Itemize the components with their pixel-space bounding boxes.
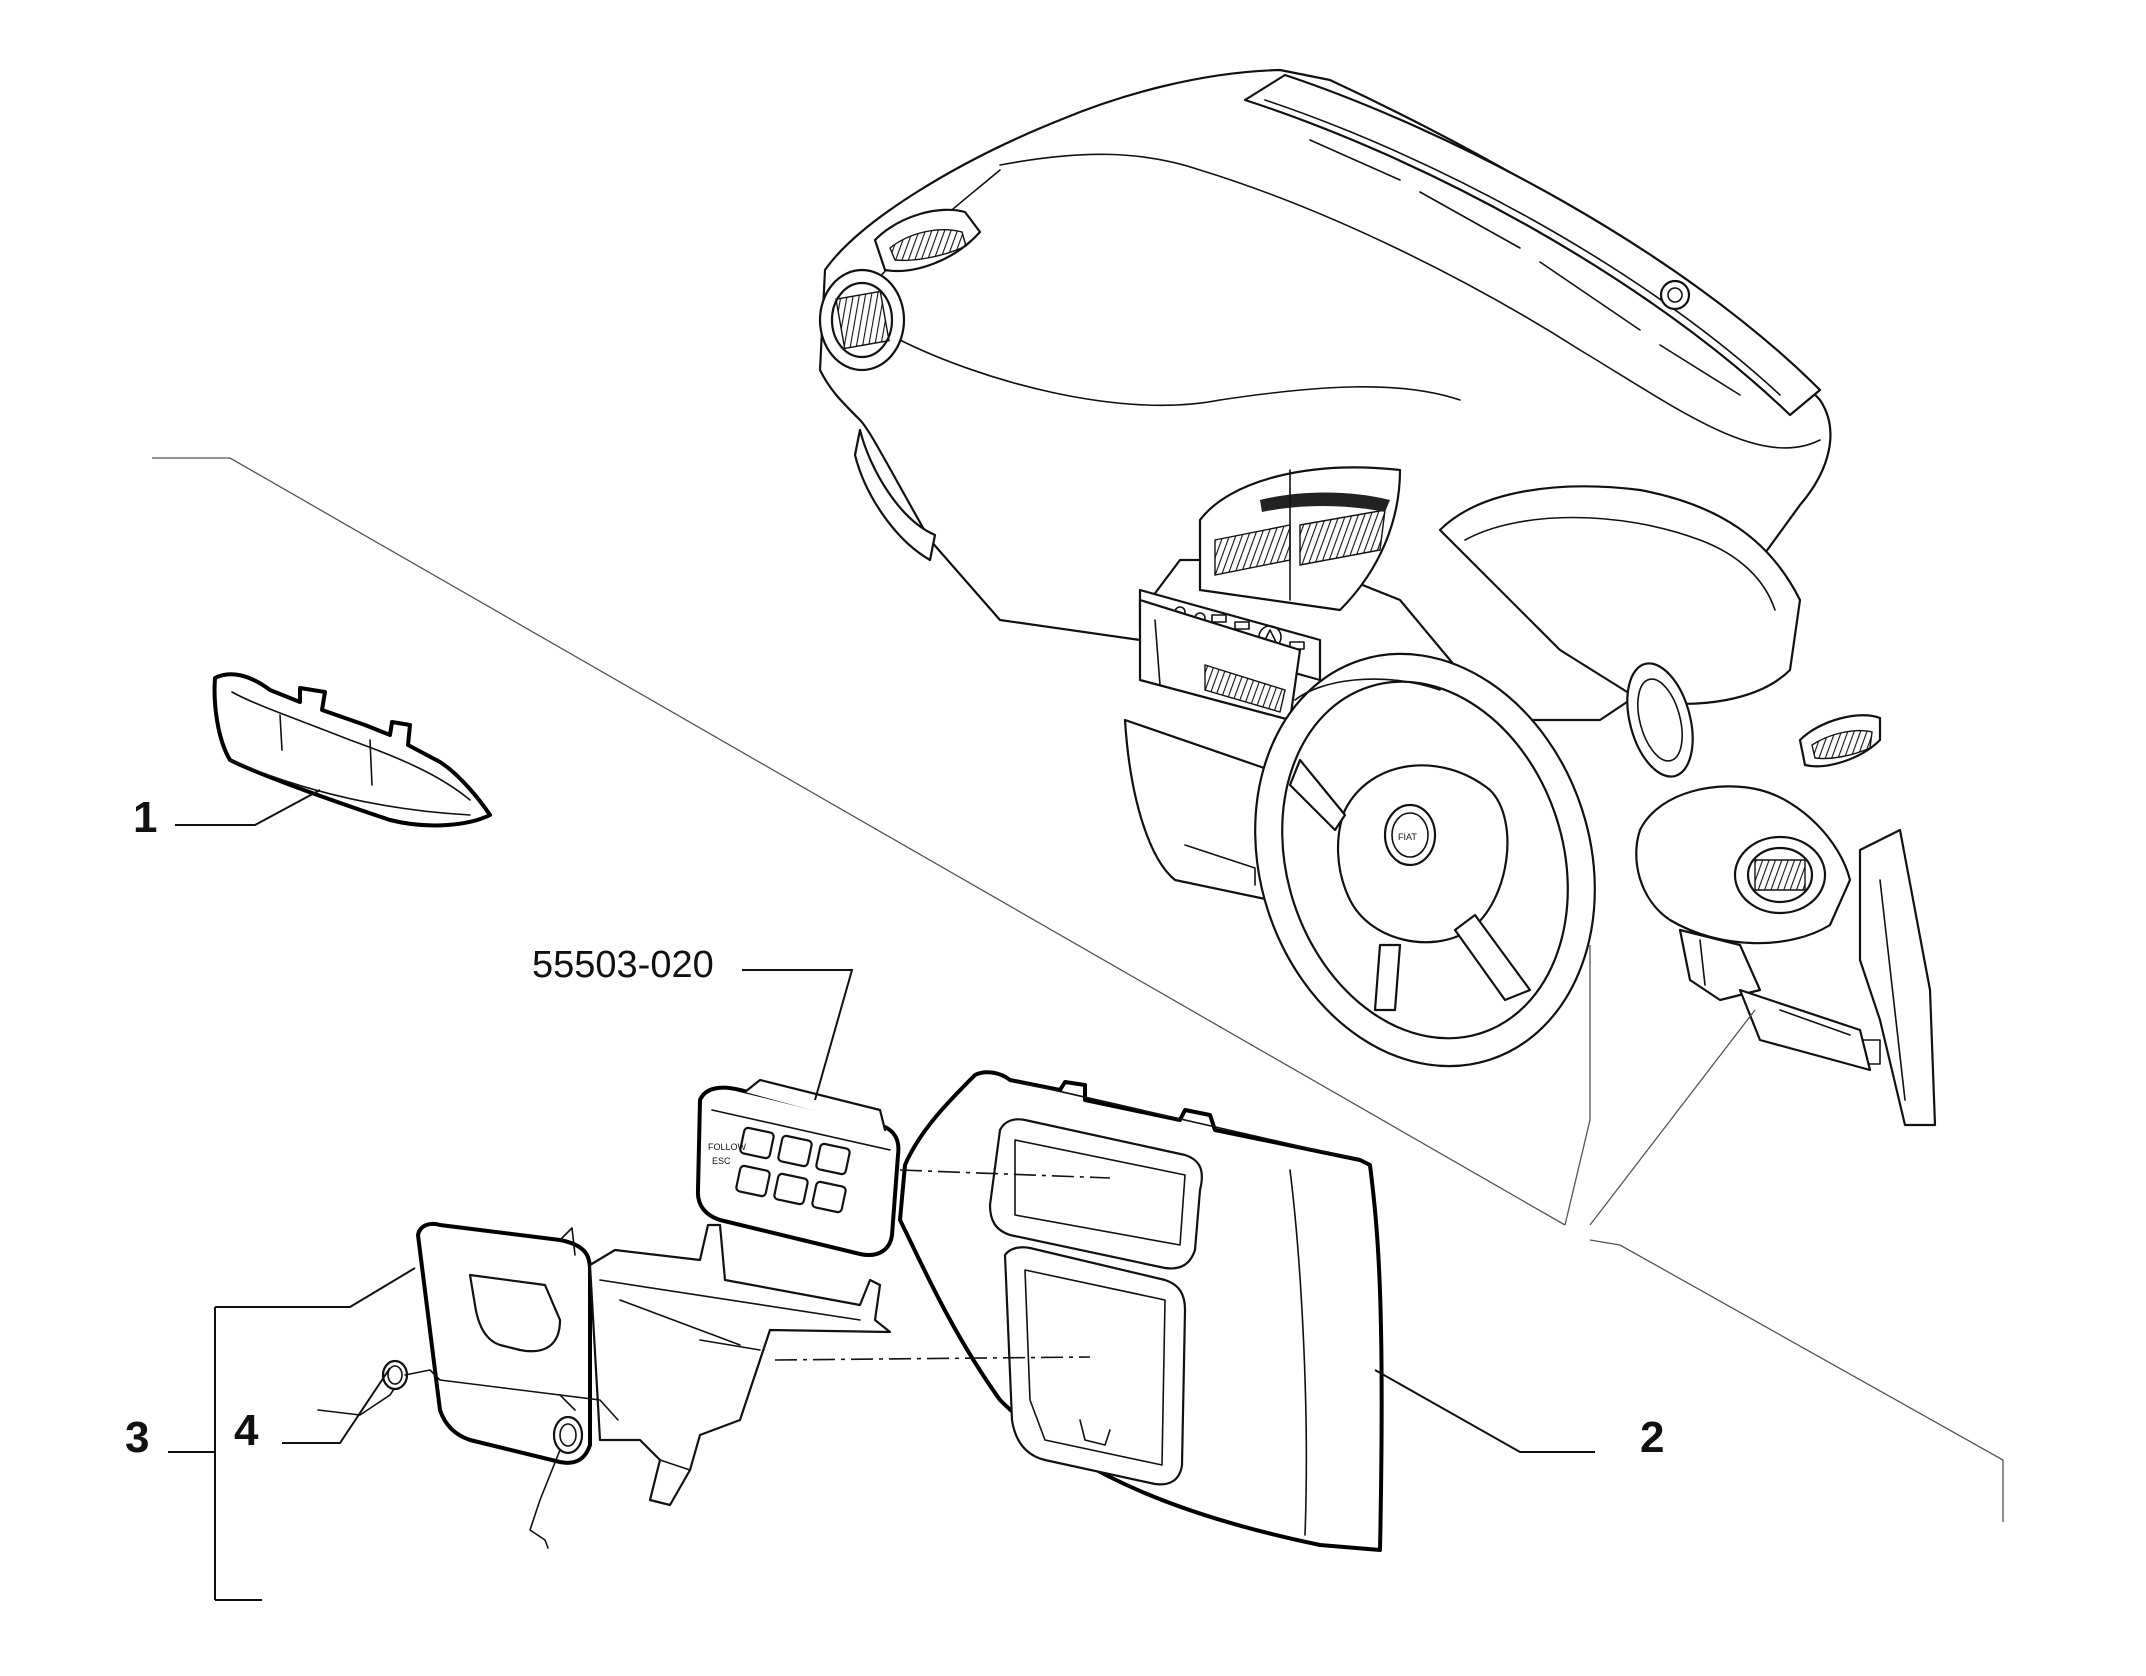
switch-panel: FOLLOW ESC (695, 1078, 901, 1257)
svg-text:FOLLOW: FOLLOW (708, 1142, 747, 1152)
label-part-3: 3 (125, 1413, 149, 1462)
dashboard-assembly: FIAT (818, 68, 1937, 1127)
label-part-4: 4 (234, 1406, 259, 1455)
steering-wheel: FIAT (1254, 652, 1596, 1068)
part-4-springs (317, 1359, 619, 1549)
alignment-line-lower (774, 1356, 1091, 1361)
alignment-line-upper (899, 1169, 1111, 1179)
leader-lines (152, 457, 2004, 1601)
part-1-trim-strip (212, 672, 492, 828)
svg-text:ESC: ESC (712, 1156, 731, 1166)
svg-text:FIAT: FIAT (1398, 832, 1417, 842)
label-reference-code: 55503-020 (532, 944, 714, 986)
part-3-storage-bin (416, 1221, 892, 1507)
label-part-2: 2 (1640, 1413, 1664, 1462)
part-2-lower-panel (898, 1070, 1384, 1552)
label-part-1: 1 (133, 793, 157, 842)
